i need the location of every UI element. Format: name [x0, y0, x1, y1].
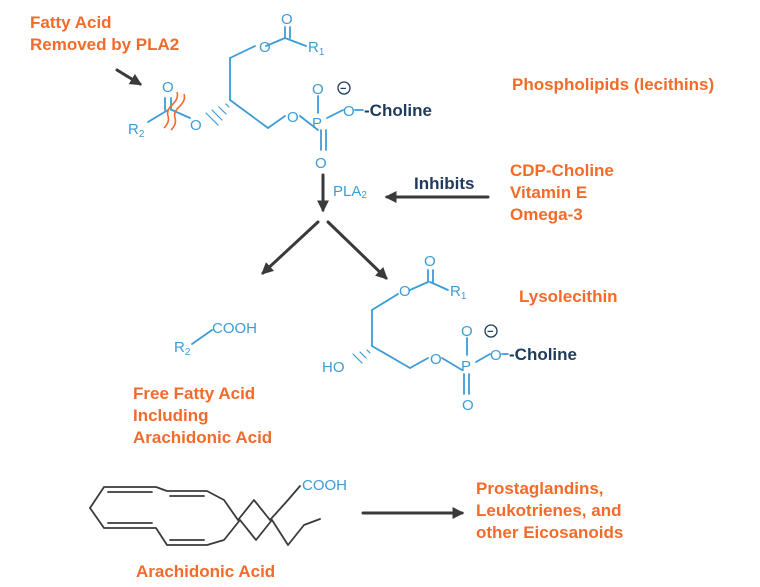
carbon-chain — [89, 507, 321, 546]
bond — [409, 357, 429, 369]
split-arrow-left — [261, 220, 320, 275]
fatty-acid-removed-label: Fatty Acid Removed by PLA2 — [30, 13, 179, 54]
free-fatty-acid-label: Free Fatty Acid Including Arachidonic Ac… — [133, 384, 272, 447]
hydroxyl-group: HO — [322, 359, 345, 376]
svg-text:Omega-3: Omega-3 — [510, 205, 583, 224]
bond — [265, 37, 286, 47]
svg-text:Arachidonic Acid: Arachidonic Acid — [133, 428, 272, 447]
bond — [284, 37, 307, 47]
oxygen-atom: O — [259, 39, 271, 56]
svg-text:Removed by PLA2: Removed by PLA2 — [30, 35, 179, 54]
svg-text:Leukotrienes, and: Leukotrienes, and — [476, 501, 621, 520]
svg-text:Including: Including — [133, 406, 209, 425]
bond — [371, 293, 399, 311]
split-arrow-right — [326, 220, 388, 280]
r1-group: R1 — [308, 39, 325, 58]
negative-charge-sign: − — [340, 83, 346, 95]
inhibits-label: Inhibits — [414, 174, 474, 193]
r2-group: R2 — [128, 121, 145, 140]
oxygen-atom: O — [281, 11, 293, 28]
svg-text:Vitamin E: Vitamin E — [510, 183, 587, 202]
negative-charge-sign: − — [487, 326, 493, 338]
carbon-chain — [89, 485, 301, 521]
free-fatty-acid-structure: COOH R2 — [174, 320, 257, 358]
bond — [326, 109, 344, 119]
bond — [299, 115, 319, 131]
choline-label: -Choline — [509, 345, 577, 364]
pla2-enzyme-label: PLA2 — [333, 183, 367, 201]
choline-label: -Choline — [364, 101, 432, 120]
negative-charge-icon — [337, 81, 351, 95]
r2-group: R2 — [174, 339, 191, 358]
inhibitors-list: CDP-Choline Vitamin E Omega-3 — [510, 161, 614, 224]
bond — [191, 329, 213, 345]
svg-text:Prostaglandins,: Prostaglandins, — [476, 479, 604, 498]
oxygen-atom: O — [424, 253, 436, 270]
cleavage-mark — [163, 91, 179, 129]
bond — [371, 345, 411, 369]
phospholipids-label: Phospholipids (lecithins) — [512, 75, 714, 94]
pointer-arrow — [115, 68, 143, 86]
phosphorus-atom: P — [461, 358, 471, 375]
lysolecithin-label: Lysolecithin — [519, 287, 618, 306]
arachidonic-acid-label: Arachidonic Acid — [136, 562, 275, 581]
oxygen-atom: O — [490, 347, 502, 364]
bond — [475, 353, 491, 363]
arachidonic-acid-structure: COOH — [89, 477, 347, 546]
phospholipid-structure: O O R1 O O R2 O P O O − O -Choline — [128, 11, 432, 172]
bond — [267, 115, 286, 129]
oxygen-atom: O — [312, 81, 324, 98]
bond — [147, 109, 169, 123]
oxygen-atom: O — [430, 351, 442, 368]
hashed-bond — [205, 103, 230, 126]
r1-group: R1 — [450, 283, 467, 302]
bond — [429, 281, 449, 291]
oxygen-atom: O — [190, 117, 202, 134]
cooh-group: COOH — [302, 477, 347, 494]
svg-text:other Eicosanoids: other Eicosanoids — [476, 523, 623, 542]
bond — [229, 45, 256, 59]
svg-text:Fatty Acid: Fatty Acid — [30, 13, 112, 32]
oxygen-atom: O — [462, 397, 474, 414]
hashed-bond — [352, 349, 371, 364]
lysolecithin-structure: O O R1 HO O P O O − O -Choline — [322, 253, 577, 414]
oxygen-atom: O — [461, 323, 473, 340]
phosphorus-atom: P — [312, 115, 322, 132]
negative-charge-icon — [484, 324, 498, 338]
svg-text:CDP-Choline: CDP-Choline — [510, 161, 614, 180]
oxygen-atom: O — [343, 103, 355, 120]
cooh-group: COOH — [212, 320, 257, 337]
bond — [441, 357, 463, 371]
bond — [409, 281, 429, 291]
eicosanoids-label: Prostaglandins, Leukotrienes, and other … — [476, 479, 623, 542]
svg-text:Free Fatty Acid: Free Fatty Acid — [133, 384, 255, 403]
cleavage-mark — [170, 93, 186, 131]
oxygen-atom: O — [287, 109, 299, 126]
oxygen-atom: O — [399, 283, 411, 300]
oxygen-atom: O — [315, 155, 327, 172]
bond — [229, 99, 269, 129]
oxygen-atom: O — [162, 79, 174, 96]
